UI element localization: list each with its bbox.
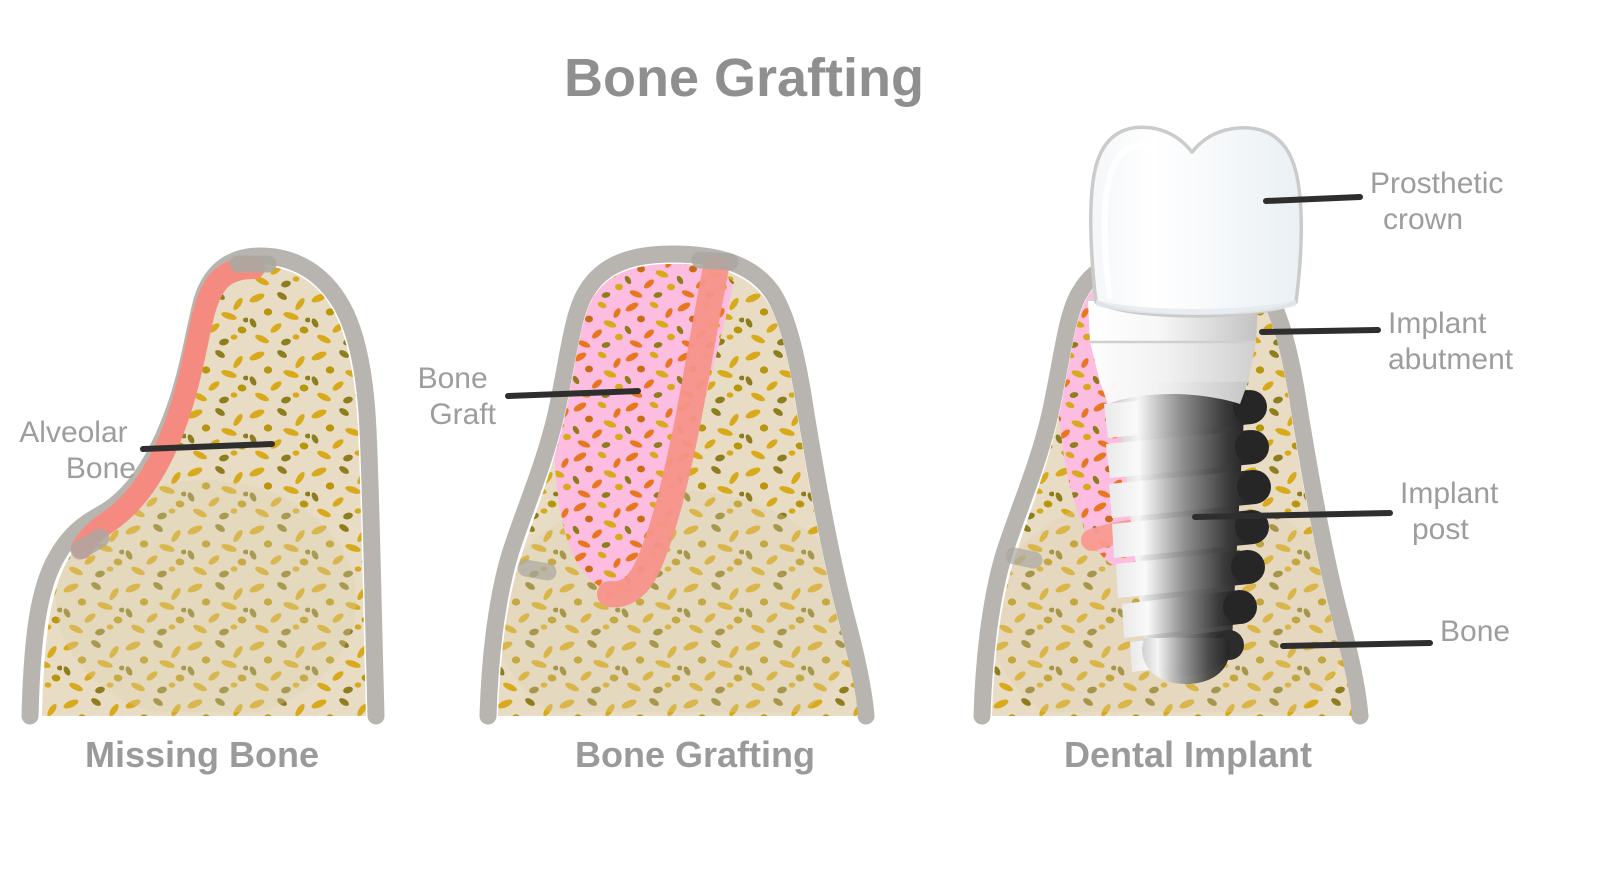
alveolar-bone-body-1 bbox=[42, 266, 366, 716]
label-bone-graft-text: Bone Graft bbox=[418, 362, 497, 431]
label-bone-graft: Bone Graft bbox=[418, 362, 641, 431]
label-bone: Bone bbox=[1280, 615, 1510, 649]
prosthetic-crown bbox=[1089, 125, 1303, 318]
label-implant-post-text: Implant post bbox=[1400, 477, 1507, 546]
label-implant-post: Implant post bbox=[1192, 477, 1507, 546]
leader-line-implant-abutment bbox=[1259, 327, 1381, 335]
gum-tissue-2 bbox=[597, 255, 729, 608]
page-title: Bone Grafting bbox=[564, 48, 924, 108]
caption-dental-implant: Dental Implant bbox=[1064, 734, 1312, 775]
leader-line-bone bbox=[1280, 640, 1433, 649]
leader-line-prosthetic-crown bbox=[1263, 194, 1363, 204]
label-implant-abutment-text: Implant abutment bbox=[1388, 307, 1514, 376]
crest-base-3 bbox=[1005, 547, 1043, 569]
implant-post bbox=[1104, 378, 1271, 684]
leader-line-alveolar-bone bbox=[140, 441, 275, 452]
crest-base-2 bbox=[517, 559, 557, 581]
label-implant-abutment: Implant abutment bbox=[1259, 307, 1514, 376]
caption-missing-bone: Missing Bone bbox=[85, 734, 319, 775]
label-prosthetic-crown: Prosthetic crown bbox=[1263, 167, 1512, 236]
gum-tissue-1 bbox=[71, 257, 265, 559]
label-bone-text: Bone bbox=[1440, 615, 1510, 648]
leader-line-bone-graft bbox=[505, 388, 641, 399]
panel-dental-implant: Dental Implant bbox=[973, 125, 1369, 775]
label-alveolar-bone-text: Alveolar Bone bbox=[19, 416, 136, 485]
bone-graft-region-2 bbox=[552, 264, 734, 592]
cortical-outline-2 bbox=[479, 245, 875, 725]
label-alveolar-bone: Alveolar Bone bbox=[19, 416, 275, 485]
crest-base-1 bbox=[70, 528, 110, 560]
panel-bone-grafting: Bone Grafting bbox=[479, 245, 875, 775]
crest-cap-2 bbox=[691, 251, 739, 271]
leader-line-implant-post bbox=[1192, 510, 1393, 520]
panel-missing-bone: Missing Bone bbox=[21, 247, 385, 775]
caption-bone-grafting: Bone Grafting bbox=[575, 734, 815, 775]
label-prosthetic-crown-text: Prosthetic crown bbox=[1370, 167, 1512, 236]
